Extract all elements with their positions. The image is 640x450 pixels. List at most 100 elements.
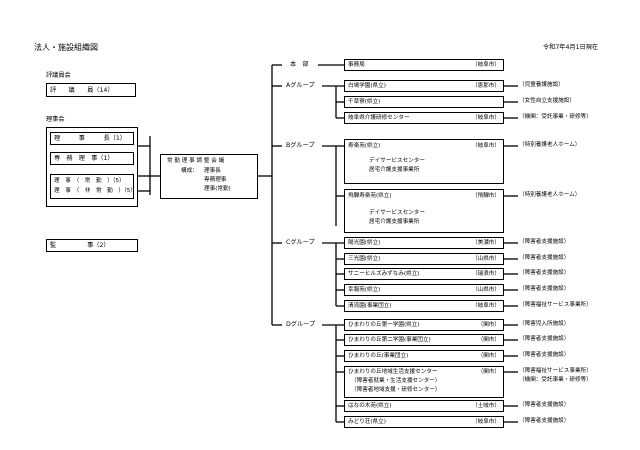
facility-sub: 居宅介護支援事業所 (369, 167, 420, 173)
hyogiinkai-label: 評議員会 (46, 72, 71, 79)
facility-box: 飛騨寿楽苑(県立) （飛騨市） デイサービスセンター 居宅介護支援事業所 (344, 189, 504, 233)
facility-type-note: （特別養護老人ホーム） (519, 142, 581, 148)
facility-location: （山県市） (472, 287, 500, 293)
facility-box: ひまわりの丘(事業団立) （関市） (344, 350, 504, 362)
facility-sub: 居宅介護支援事業所 (369, 219, 420, 225)
facility-sub: （障害者就業・生活支援センター） (351, 378, 441, 384)
facility-name: 事務局 (348, 62, 365, 68)
chart-title: 法人・施設組織図 (34, 43, 98, 52)
facility-name: 岐阜県介護研修センター (348, 115, 410, 121)
facility-location: （岐阜市） (472, 303, 500, 309)
facility-type-note: （児童養護施設） (519, 82, 564, 88)
facility-name: 幸報苑(県立) (348, 287, 381, 293)
facility-name: 清流園(事業団立) (348, 303, 392, 309)
facility-box: ひまわりの丘第二学園(事業団立) （関市） (344, 334, 504, 346)
facility-location: （飛騨市） (472, 193, 500, 199)
facility-type-note: （特別養護老人ホーム） (519, 192, 581, 198)
facility-box: 幸報苑(県立) （山県市） (344, 284, 504, 296)
council-member-3: 理事(常勤) (204, 186, 231, 192)
facility-box: はなの木苑(県立) （土岐市） (344, 400, 504, 412)
facility-type-note: （障害者支援施設） (519, 239, 570, 245)
facility-name: はなの木苑(県立) (348, 403, 392, 409)
riji-jokin-text: 理 事 （ 常 勤 ）（5） (54, 178, 125, 184)
facility-name: みどり荘(県立) (348, 419, 386, 425)
group-a-label: Aグループ (286, 82, 315, 89)
facility-box: 寿楽苑(県立) （岐阜市） デイサービスセンター 居宅介護支援事業所 (344, 139, 504, 184)
facility-name: ひまわりの丘地域生活支援センター (348, 369, 438, 375)
senmu-box: 専 務 理 事（1） (50, 152, 134, 165)
facility-box: 陽光園(県立) （美濃市） (344, 237, 504, 249)
facility-location: （岐阜市） (472, 115, 500, 121)
kanji-box: 監 事（2） (46, 239, 138, 252)
council-member-2: 専務理事 (204, 177, 227, 183)
facility-box: サニーヒルズみずなみ(県立) （瑞浪市） (344, 268, 504, 280)
facility-name: 飛騨寿楽苑(県立) (348, 193, 392, 199)
riji-box: 理 事 （ 常 勤 ）（5） 理 事 （ 非 常 勤 ）（5） (50, 174, 136, 199)
facility-location: （土岐市） (472, 403, 500, 409)
facility-name: サニーヒルズみずなみ(県立) (348, 271, 420, 277)
facility-location: （関市） (477, 322, 500, 328)
council-member-1: 理事長 (204, 168, 221, 174)
facility-location: （瑞浪市） (472, 271, 500, 277)
council-title: 常 勤 理 事 調 整 会 議 (167, 158, 225, 164)
facility-location: （関市） (477, 337, 500, 343)
rijichou-box: 理 事 長（1） (50, 132, 134, 145)
facility-sub: デイサービスセンター (369, 158, 425, 164)
facility-box: 清流園(事業団立) （岐阜市） (344, 300, 504, 312)
facility-box: ひまわりの丘地域生活支援センター （関市） （障害者就業・生活支援センター） （障… (344, 366, 504, 398)
facility-location: （関市） (477, 353, 500, 359)
council-composition-label: 構成： (181, 168, 198, 174)
facility-type-note: （機関：受託事業・研修等） (519, 114, 592, 120)
facility-location: （関市） (477, 369, 500, 375)
facility-sub: デイサービスセンター (369, 210, 425, 216)
group-b-label: Bグループ (286, 142, 315, 149)
group-honbu-label: 本 部 (290, 61, 309, 68)
facility-name: ひまわりの丘第一学園(県立) (348, 322, 420, 328)
facility-name: 寿楽苑(県立) (348, 143, 381, 149)
facility-type-note: （障害者支援施設） (519, 402, 570, 408)
facility-box: ひまわりの丘第一学園(県立) （関市） (344, 319, 504, 331)
as-of-date: 令和7年4月1日現在 (543, 44, 599, 51)
facility-location: （岐阜市） (472, 62, 500, 68)
facility-name: ひまわりの丘第二学園(事業団立) (348, 337, 431, 343)
facility-box: 岐阜県介護研修センター （岐阜市） (344, 112, 504, 124)
facility-type-note: （障害児入所施設） (519, 321, 570, 327)
facility-sub: （障害者地域支援・研修センター） (351, 387, 441, 393)
facility-type-note: （障害者支援施設） (519, 418, 570, 424)
facility-type-note: （障害者支援施設） (519, 352, 570, 358)
facility-location: （岐阜市） (472, 143, 500, 149)
group-c-label: Cグループ (286, 239, 315, 246)
facility-type-note: （障害福祉サービス事業所） (519, 302, 592, 308)
hyogiin-box: 評 議 員（14） (46, 83, 136, 97)
senmu-text: 専 務 理 事（1） (54, 155, 114, 162)
facility-name: 三光園(県立) (348, 256, 381, 262)
facility-box: 事務局 （岐阜市） (344, 59, 504, 71)
facility-type-note: （障害者支援施設） (519, 255, 570, 261)
rijichou-text: 理 事 長（1） (54, 135, 126, 142)
facility-name: 千草寮(県立) (348, 99, 381, 105)
facility-type-note: （障害者支援施設） (519, 270, 570, 276)
facility-box: 白鳩学園(県立) （恵那市） (344, 80, 504, 92)
facility-name: 陽光園(県立) (348, 240, 381, 246)
facility-name: ひまわりの丘(事業団立) (348, 353, 409, 359)
facility-name: 白鳩学園(県立) (348, 83, 386, 89)
facility-location: （山県市） (472, 256, 500, 262)
facility-location: （美濃市） (472, 240, 500, 246)
kanji-text: 監 事（2） (50, 242, 110, 249)
facility-location: （岐阜市） (472, 419, 500, 425)
facility-type-note-2: （機関：受託事業・研修等） (519, 377, 592, 383)
facility-box: みどり荘(県立) （岐阜市） (344, 416, 504, 428)
rijikai-label: 理事会 (46, 116, 65, 123)
facility-location: （恵那市） (472, 83, 500, 89)
council-box: 常 勤 理 事 調 整 会 議 構成： 理事長 専務理事 理事(常勤) (160, 154, 258, 199)
facility-type-note: （障害福祉サービス事業所） (519, 368, 592, 374)
facility-box: 千草寮(県立) (344, 96, 504, 108)
riji-hijokin-text: 理 事 （ 非 常 勤 ）（5） (54, 188, 136, 194)
hyogiin-text: 評 議 員（14） (50, 87, 114, 94)
group-d-label: Dグループ (286, 321, 316, 328)
facility-type-note: （障害者支援施設） (519, 336, 570, 342)
facility-type-note: （女性自立支援施設） (519, 98, 575, 104)
facility-box: 三光園(県立) （山県市） (344, 253, 504, 265)
